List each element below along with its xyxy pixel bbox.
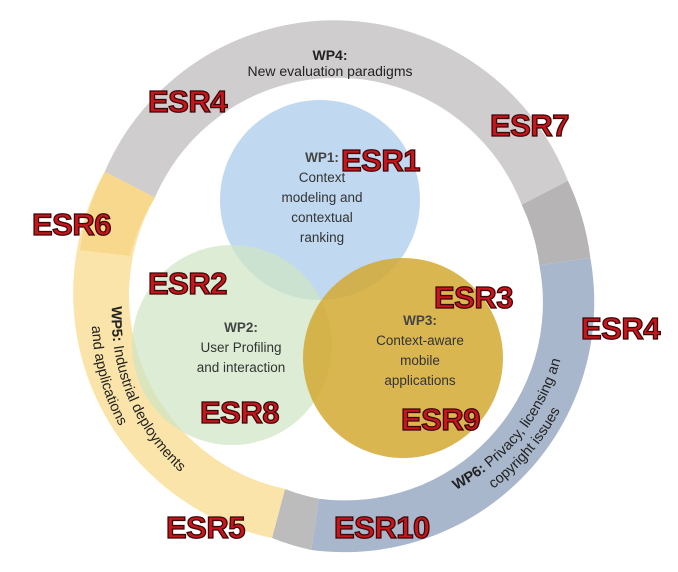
- ring-segment-wp6: [311, 257, 595, 553]
- esr8-label: ESR8: [199, 395, 280, 430]
- esr4-right-label: ESR4: [580, 311, 661, 346]
- esr6-label: ESR6: [31, 207, 112, 242]
- ring-segment-wp4: [104, 20, 568, 205]
- esr3-label: ESR3: [433, 280, 514, 315]
- wp1-line1: Context: [298, 170, 346, 185]
- wp3-id: WP3:: [403, 313, 437, 328]
- wp4-id: WP4:: [312, 47, 348, 63]
- circle-wp1: [220, 100, 420, 300]
- ring-segment-wp5: [73, 171, 285, 539]
- esr7-label: ESR7: [489, 108, 570, 143]
- esr5-label: ESR5: [165, 510, 246, 545]
- wp1-line2: modeling and: [281, 190, 363, 205]
- esr4-top-label: ESR4: [147, 84, 228, 119]
- wp1-text: WP1: Context modeling and contextual ran…: [262, 148, 382, 248]
- circle-wp3: [303, 258, 503, 458]
- wp1-line3: contextual: [291, 210, 353, 225]
- wp2-line2: and interaction: [196, 360, 286, 375]
- ring-segment-bottom: [272, 489, 319, 550]
- esr9-label: ESR9: [400, 402, 481, 437]
- wp2-line1: User Profiling: [200, 340, 282, 355]
- esr2-label: ESR2: [147, 266, 228, 301]
- ring-segment-wp5-dark: [80, 171, 155, 256]
- esr10-label: ESR10: [333, 510, 431, 545]
- wp3-text: WP3: Context-aware mobile applications: [350, 311, 490, 391]
- ring-segment-wp4-dark: [521, 180, 591, 266]
- wp3-line3: applications: [384, 373, 456, 388]
- wp4-title: New evaluation paradigms: [247, 63, 413, 79]
- wp3-line1: Context-aware: [376, 333, 464, 348]
- wp2-text: WP2: User Profiling and interaction: [176, 318, 306, 378]
- wp1-id: WP1:: [305, 150, 339, 165]
- wp2-id: WP2:: [224, 320, 258, 335]
- circle-wp2: [132, 245, 332, 445]
- wp1-line4: ranking: [299, 230, 345, 245]
- wp3-line2: mobile: [400, 353, 440, 368]
- wp4-label: WP4: New evaluation paradigms: [190, 47, 470, 79]
- esr1-label: ESR1: [340, 143, 421, 178]
